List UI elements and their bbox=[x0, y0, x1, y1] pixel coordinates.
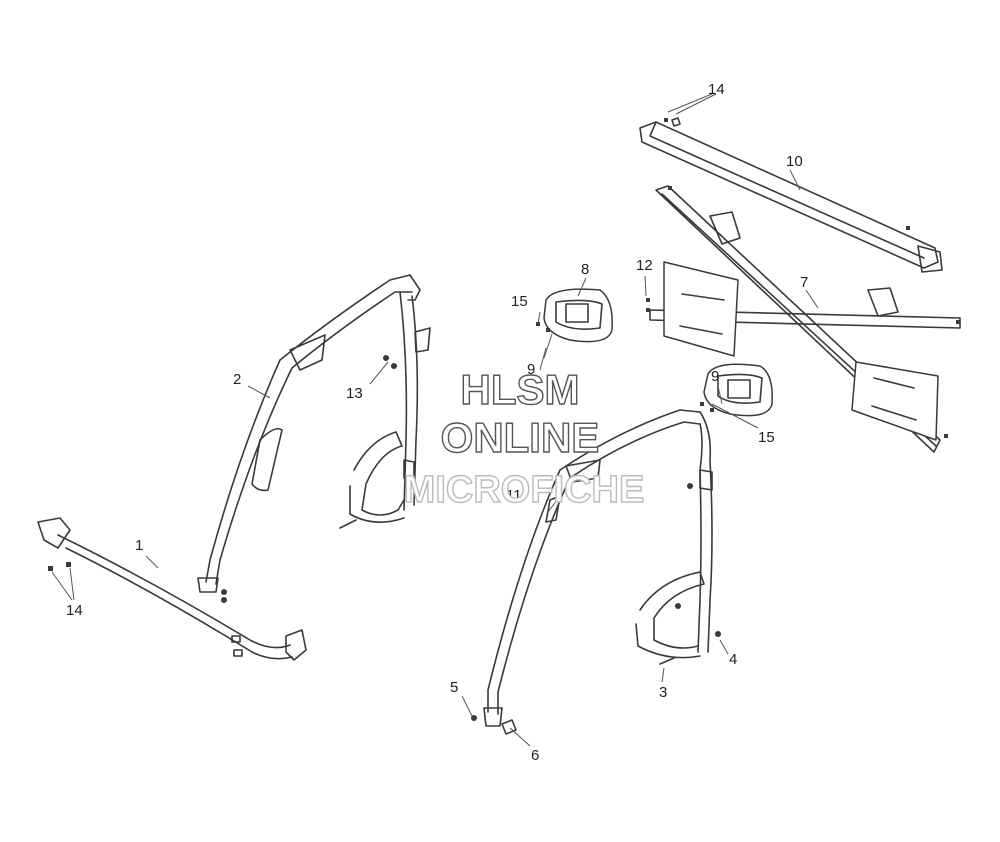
callout-4: 4 bbox=[729, 651, 737, 668]
callout-11: 11 bbox=[506, 487, 522, 504]
upper-mirror bbox=[536, 288, 613, 343]
callout-6: 6 bbox=[531, 747, 539, 764]
watermark-line-3: MICROFICHE bbox=[404, 469, 645, 511]
watermark-line-2: ONLINE bbox=[441, 414, 600, 461]
callout-12: 12 bbox=[636, 257, 653, 274]
lower-mirror bbox=[700, 363, 773, 417]
callout-15-lower: 15 bbox=[758, 429, 775, 446]
rear-upper-crossbar bbox=[639, 118, 943, 273]
callout-5: 5 bbox=[450, 679, 458, 696]
callout-2: 2 bbox=[233, 371, 241, 388]
front-crossbar bbox=[37, 517, 307, 661]
callout-9-upper: 9 bbox=[527, 361, 535, 378]
callout-8: 8 bbox=[581, 261, 589, 278]
callout-9-lower: 9 bbox=[711, 368, 719, 385]
right-cage-frame bbox=[483, 409, 721, 727]
left-cage-frame bbox=[197, 274, 431, 603]
callout-13: 13 bbox=[346, 385, 363, 402]
callout-14-lower: 14 bbox=[66, 602, 83, 619]
rear-x-brace bbox=[649, 185, 961, 453]
watermark: HLSM ONLINE MICROFICHE bbox=[403, 365, 645, 511]
watermark-line-1: HLSM bbox=[461, 366, 580, 413]
callout-1: 1 bbox=[135, 537, 143, 554]
callout-14-upper: 14 bbox=[708, 81, 725, 98]
hardware bbox=[383, 117, 681, 735]
leader-lines bbox=[51, 93, 819, 747]
callout-15-upper: 15 bbox=[511, 293, 528, 310]
callout-labels: 1 2 3 4 5 6 7 8 9 9 10 11 12 13 14 14 15… bbox=[66, 81, 808, 764]
callout-3: 3 bbox=[659, 684, 667, 701]
callout-10: 10 bbox=[786, 153, 803, 170]
callout-7: 7 bbox=[800, 274, 808, 291]
